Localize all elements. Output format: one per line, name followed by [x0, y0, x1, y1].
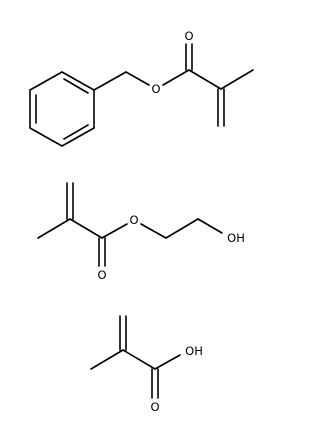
benzyl-methacrylate-structure: O O: [29, 29, 254, 147]
methyl-bond: [37, 218, 71, 239]
ch2-hydroxyl-bond: [197, 218, 223, 234]
alpha-carbon-bond: [69, 218, 103, 239]
carboxyl-hydroxyl-bond: [154, 354, 181, 370]
carbonyl-oxygen-label: O: [184, 29, 193, 43]
ester-oxygen-label: O: [129, 213, 138, 227]
carbonyl-oxygen-label: O: [97, 268, 106, 282]
methyl-bond: [90, 349, 124, 370]
benzene-ring: [29, 71, 95, 147]
ch2-oxygen-bond: [125, 71, 150, 86]
ethylene-bond: [165, 218, 199, 239]
carbonyl-oxygen-label: O: [150, 400, 159, 414]
methyl-bond: [220, 69, 254, 90]
hydroxyl-label: OH: [185, 344, 203, 358]
carbonyl-oxygen-bond: [101, 223, 128, 239]
alpha-carbon-bond: [122, 349, 156, 370]
hydroxyethyl-methacrylate-structure: O O OH: [37, 182, 245, 282]
ester-oxygen-label: O: [151, 82, 160, 96]
hydroxyl-label: OH: [227, 231, 245, 245]
benzyl-ch2-bond: [93, 71, 127, 91]
alpha-carbon-bond: [188, 69, 222, 90]
oxygen-carbonyl-bond: [162, 69, 190, 86]
chemical-structures-diagram: O O O O OH: [29, 29, 254, 414]
oxygen-ch2-bond: [140, 223, 167, 239]
methacrylic-acid-structure: OH O: [90, 315, 203, 414]
